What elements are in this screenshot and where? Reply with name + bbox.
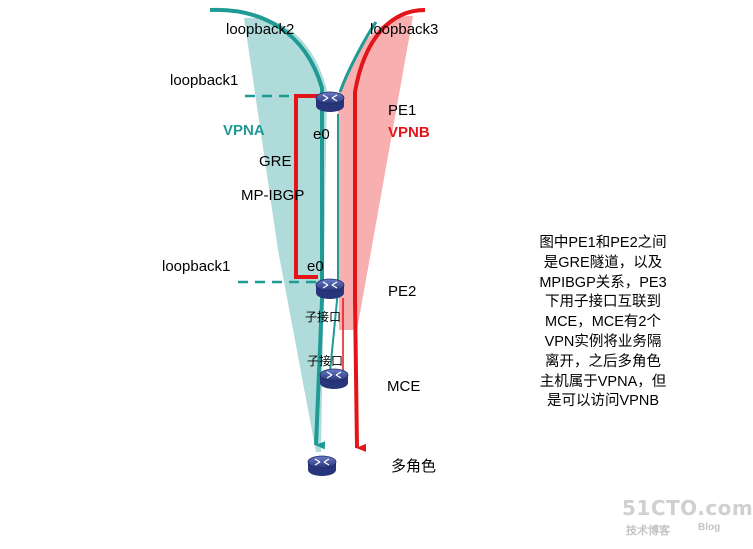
- mp-ibgp-label: MP-IBGP: [241, 187, 305, 204]
- watermark-sub: 技术博客: [626, 525, 670, 537]
- loopback2-label: loopback2: [226, 21, 295, 38]
- vpnb-label: VPNB: [388, 124, 430, 141]
- watermark-blog: Blog: [698, 522, 721, 533]
- loopback3-link: [338, 21, 378, 93]
- router-mce-icon[interactable]: [319, 368, 349, 389]
- pe1-label: PE1: [388, 102, 417, 119]
- e0-bottom-label: e0: [307, 258, 324, 275]
- pe2-label: PE2: [388, 283, 417, 300]
- description-text: 图中PE1和PE2之间 是GRE隧道，以及 MPIBGP关系，PE3 下用子接口…: [539, 235, 667, 410]
- vpna-label: VPNA: [223, 122, 265, 139]
- gre-label: GRE: [259, 153, 292, 170]
- subif-label-pe2: 子接口: [305, 310, 342, 324]
- vpna-path: [209, 7, 326, 450]
- multi-role-label: 多角色: [391, 458, 437, 475]
- router-pe1-icon[interactable]: [315, 91, 345, 112]
- loopback1-top-label: loopback1: [170, 72, 239, 89]
- router-multi-role-icon[interactable]: [307, 455, 337, 476]
- vpnb-path: [353, 8, 426, 452]
- subif-label-mce: 子接口: [307, 354, 344, 368]
- gre-tunnel: [294, 94, 318, 279]
- loopback1-bottom-label: loopback1: [162, 258, 231, 275]
- e0-top-label: e0: [313, 126, 330, 143]
- vpna-link-line: [329, 114, 339, 373]
- router-pe2-icon[interactable]: [315, 278, 345, 299]
- watermark-logo: 51CTO.com 技术博客 Blog: [622, 496, 753, 540]
- watermark-site: 51CTO.com: [622, 496, 753, 520]
- vpna-region: [244, 17, 327, 452]
- loopback3-label: loopback3: [370, 21, 439, 38]
- mce-label: MCE: [387, 378, 421, 395]
- network-diagram: [209, 7, 426, 476]
